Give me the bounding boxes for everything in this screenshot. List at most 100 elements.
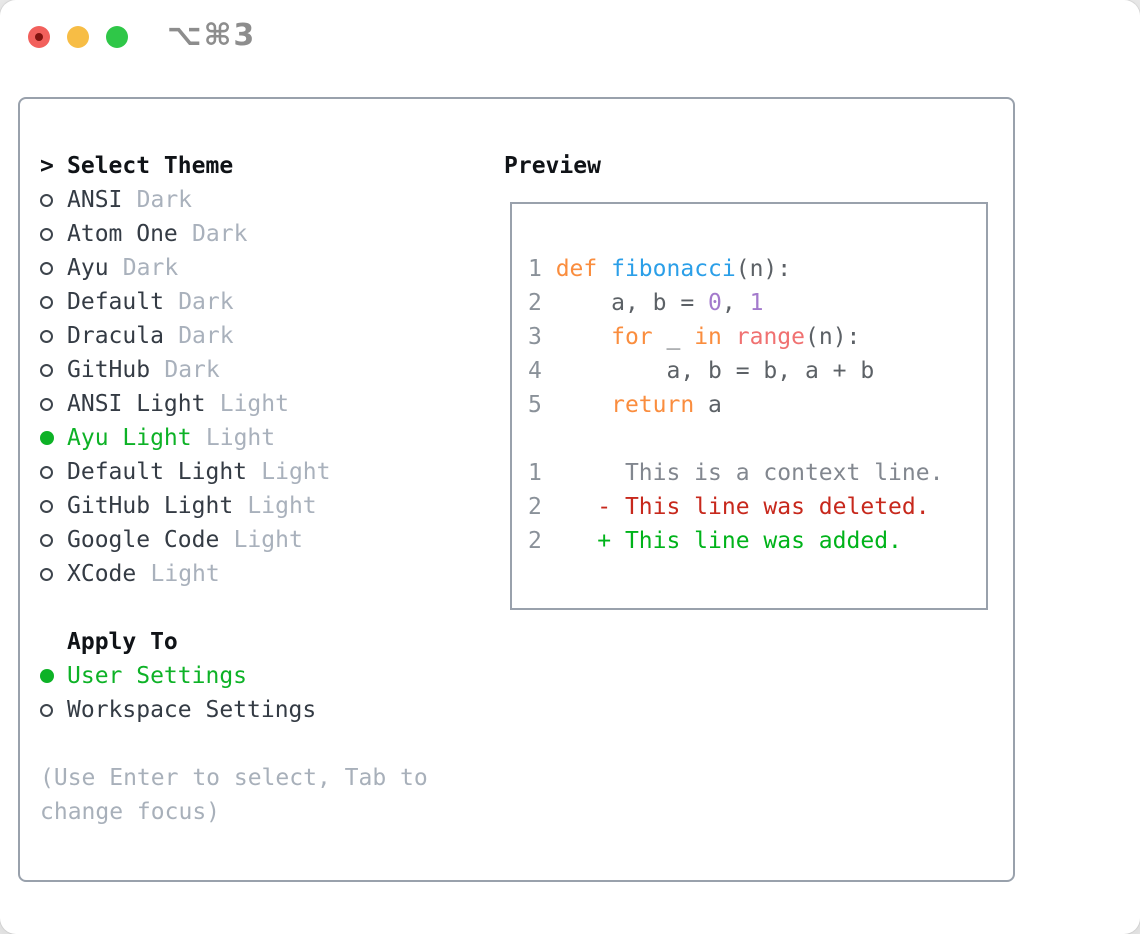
code-line: 4 a, b = b, a + b (528, 354, 986, 388)
code-token: + This line was added. (555, 528, 902, 554)
radio-selected-icon (40, 431, 67, 445)
line-number: 5 (528, 392, 556, 418)
option-variant-tag: Light (261, 459, 331, 485)
radio-icon (40, 465, 67, 479)
theme-option-default-light[interactable]: Default Light Light (40, 455, 444, 489)
theme-option-ansi-light[interactable]: ANSI Light Light (40, 387, 444, 421)
theme-option-github-light[interactable]: GitHub Light Light (40, 489, 444, 523)
line-number: 2 (528, 290, 556, 316)
option-label: GitHub (67, 357, 151, 383)
theme-option-github[interactable]: GitHub Dark (40, 353, 444, 387)
option-variant-tag: Light (219, 391, 289, 417)
apply-option-user-settings[interactable]: User Settings (40, 659, 444, 693)
option-label: GitHub Light (67, 493, 234, 519)
option-label: Ayu Light (67, 425, 192, 451)
code-token (556, 392, 611, 418)
radio-icon (40, 397, 67, 411)
code-line: 2 + This line was added. (528, 524, 986, 558)
option-variant-tag: Dark (178, 323, 234, 349)
apply-to-title: Apply To (67, 629, 178, 655)
option-label: Ayu (67, 255, 109, 281)
spacer (40, 727, 444, 761)
line-number: 2 (528, 528, 556, 554)
option-label: Default Light (67, 459, 248, 485)
line-number: 2 (528, 494, 556, 520)
option-label: Atom One (67, 221, 178, 247)
option-variant-tag: Dark (136, 187, 193, 213)
code-token: in (694, 324, 722, 350)
code-token (722, 324, 736, 350)
line-number: 1 (528, 256, 556, 282)
option-variant-tag: Light (247, 493, 317, 519)
spacer (40, 591, 444, 625)
titlebar: ⌥⌘3 (0, 0, 1140, 75)
theme-option-ayu-light[interactable]: Ayu Light Light (40, 421, 444, 455)
preview-title: Preview (504, 153, 601, 179)
theme-option-ayu[interactable]: Ayu Dark (40, 251, 444, 285)
select-theme-title: Select Theme (67, 153, 234, 179)
option-variant-tag: Dark (192, 221, 248, 247)
code-token: (n): (735, 256, 792, 282)
option-variant-tag: Dark (164, 357, 220, 383)
code-token: a, b = (555, 290, 709, 316)
code-token (597, 256, 611, 282)
code-token: a, b = b, a + b (555, 358, 875, 384)
radio-icon (40, 567, 67, 581)
code-line: 1 def fibonacci(n): (528, 252, 986, 286)
option-label: ANSI Light (67, 391, 206, 417)
code-token: This is a context line. (555, 460, 944, 486)
code-token: def (555, 256, 598, 282)
option-label: ANSI (67, 187, 123, 213)
code-line (528, 422, 986, 456)
theme-option-atom-one[interactable]: Atom One Dark (40, 217, 444, 251)
option-variant-tag: Dark (122, 255, 179, 281)
option-variant-tag: Light (233, 527, 303, 553)
radio-selected-icon (40, 669, 67, 683)
radio-icon (40, 295, 67, 309)
line-number: 4 (528, 358, 556, 384)
code-token: _ (652, 324, 695, 350)
cursor-icon: > (40, 153, 54, 179)
code-token: a (694, 392, 722, 418)
theme-option-dracula[interactable]: Dracula Dark (40, 319, 444, 353)
code-token: 1 (749, 290, 764, 316)
radio-icon (40, 363, 67, 377)
code-line: 3 for _ in range(n): (528, 320, 986, 354)
apply-option-workspace-settings[interactable]: Workspace Settings (40, 693, 444, 727)
option-label: Google Code (67, 527, 220, 553)
option-variant-tag: Dark (178, 289, 234, 315)
option-variant-tag: Light (150, 561, 220, 587)
maximize-button[interactable] (106, 26, 128, 48)
code-token: 0 (708, 290, 722, 316)
code-token (556, 324, 611, 350)
code-line: 2 a, b = 0, 1 (528, 286, 986, 320)
code-token: range (735, 324, 805, 350)
close-button[interactable] (28, 26, 50, 48)
minimize-button[interactable] (67, 26, 89, 48)
code-token: for (611, 324, 653, 350)
option-label: Default (67, 289, 164, 315)
radio-icon (40, 703, 67, 717)
option-variant-tag: Light (205, 425, 276, 451)
code-token: - This line was deleted. (555, 494, 930, 520)
code-line: 1 This is a context line. (528, 456, 986, 490)
theme-option-default[interactable]: Default Dark (40, 285, 444, 319)
radio-icon (40, 193, 67, 207)
option-label: Workspace Settings (67, 697, 317, 723)
code-token: (n): (805, 324, 861, 350)
line-number: 3 (528, 324, 556, 350)
radio-icon (40, 499, 67, 513)
code-token: , (721, 290, 750, 316)
apply-to-header: Apply To (40, 625, 444, 659)
code-token: fibonacci (611, 256, 736, 282)
option-label: Dracula (67, 323, 164, 349)
theme-option-ansi[interactable]: ANSI Dark (40, 183, 444, 217)
theme-option-google-code[interactable]: Google Code Light (40, 523, 444, 557)
option-label: User Settings (67, 663, 248, 689)
